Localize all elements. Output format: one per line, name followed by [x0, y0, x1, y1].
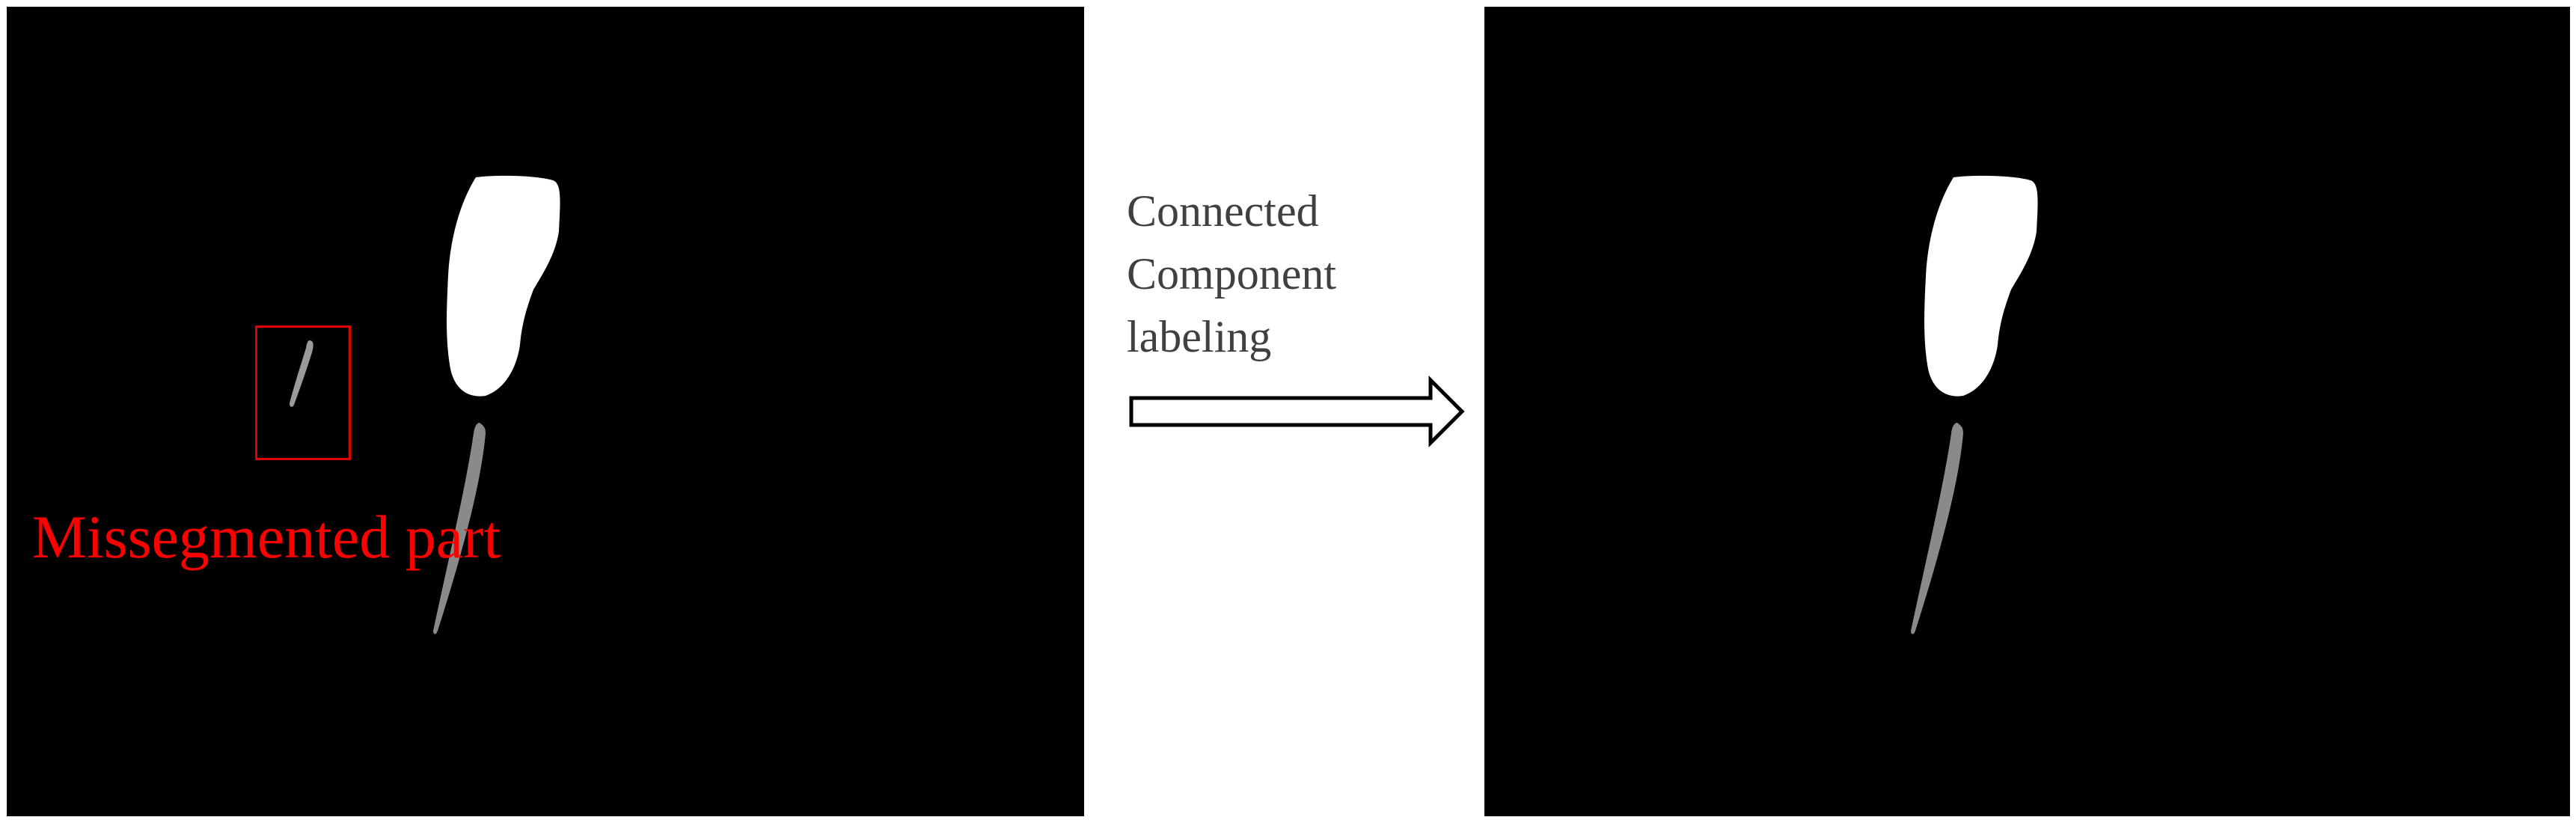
after-segmentation-panel: [1484, 7, 2570, 816]
process-label-line-2: Component: [1127, 249, 1336, 299]
before-segmentation-mask: [290, 175, 560, 634]
organ-region: [447, 175, 560, 397]
process-label-line-1: Connected: [1127, 186, 1319, 236]
before-segmentation-panel: Missegmented part: [7, 7, 1084, 816]
missegmented-label: Missegmented part: [32, 503, 501, 571]
after-segmentation-mask: [1911, 175, 2038, 634]
missegmented-region: [290, 340, 313, 407]
missegmented-highlight-box: [255, 325, 351, 460]
process-label: Connected Component labeling: [1127, 180, 1336, 368]
right-arrow-icon: [1129, 375, 1465, 448]
needle-region: [433, 423, 486, 634]
process-label-line-3: labeling: [1127, 312, 1272, 361]
needle-region: [1911, 423, 1963, 634]
organ-region: [1924, 175, 2038, 397]
